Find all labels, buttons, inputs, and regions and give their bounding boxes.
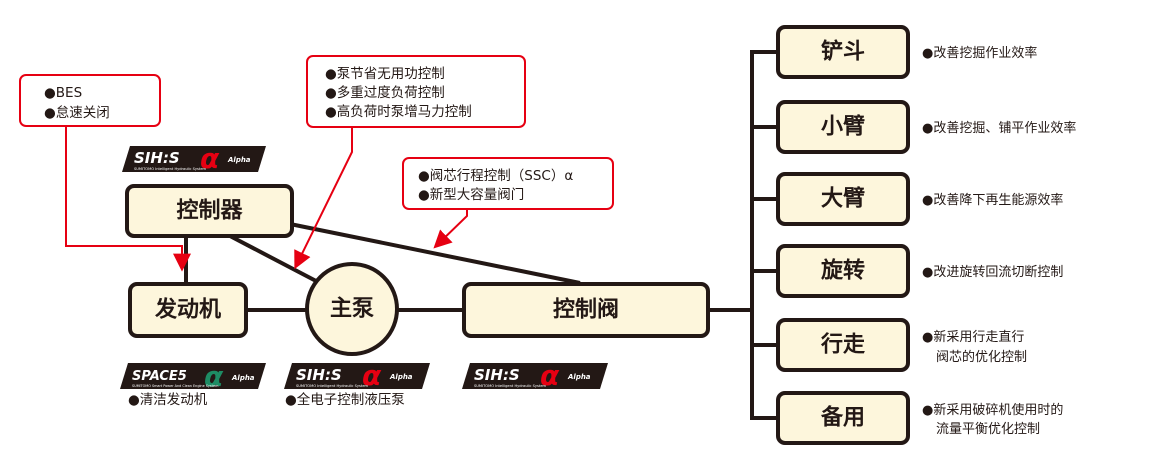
function-box (776, 318, 910, 372)
sihis-logo-bg (284, 363, 430, 389)
link-controller-valve (289, 222, 581, 285)
engine-note-line1: ●BES (44, 85, 82, 101)
function-name: 大臂 (821, 186, 865, 212)
sihis-logo-sub: SUMITOMO Intelligent Hydraulic System (296, 384, 369, 388)
sihis-logo-bg (462, 363, 608, 389)
pump-caption: ●全电子控制液压泵 (285, 391, 405, 408)
link-controller-pump (229, 234, 319, 284)
function-box (776, 100, 910, 154)
function-name: 备用 (820, 405, 865, 431)
pump-note: ●泵节省无用功控制 ●多重过度负荷控制 ●高负荷时泵增马力控制 (306, 55, 526, 128)
space5-logo-alpha-label: Alpha (231, 374, 255, 382)
controller-node: 控制器 (125, 184, 294, 238)
function-name: 行走 (820, 332, 865, 358)
sihis-logo-word: SIH:S (474, 366, 520, 384)
pump-note-arrow (294, 127, 353, 270)
sihis-logo-alpha: α (540, 359, 560, 392)
valve-note: ●阀芯行程控制（SSC）α ●新型大容量阀门 (402, 157, 614, 210)
function-desc-line1: ●改善挖掘作业效率 (922, 45, 1037, 61)
callout-arrows (65, 126, 468, 272)
valve-note-arrow (433, 209, 468, 249)
connection-lines (184, 50, 778, 420)
function-item-travel: 行走 ●新采用行走直行 阀芯的优化控制 (776, 318, 1027, 372)
sihis-logo-controller: SIH:S α Alpha SUMITOMO Intelligent Hydra… (122, 142, 266, 175)
function-desc-line1: ●改进旋转回流切断控制 (922, 265, 1063, 280)
function-name: 小臂 (821, 114, 865, 140)
pump-note-line2: ●多重过度负荷控制 (325, 84, 445, 101)
sihis-logo-alpha: α (200, 142, 220, 175)
function-box (776, 391, 910, 445)
function-box (776, 25, 910, 79)
sihis-logo-word: SIH:S (134, 149, 180, 167)
space5-logo-word: SPACE5 (132, 369, 187, 384)
pump-note-frame (306, 55, 526, 128)
engine-label: 发动机 (154, 297, 221, 323)
pump-note-line1: ●泵节省无用功控制 (325, 66, 445, 82)
function-desc-line2: 阀芯的优化控制 (936, 349, 1027, 365)
control-valve-box (462, 282, 710, 338)
valve-note-frame (402, 157, 614, 210)
sihis-logo-alpha-label: Alpha (389, 373, 413, 381)
space5-logo-alpha: α (204, 360, 224, 393)
function-item-swing: 旋转 ●改进旋转回流切断控制 (776, 244, 1063, 298)
space5-logo-sub: SUMITOMO Smart Power And Clean Engine Sy… (132, 384, 219, 388)
valve-note-line2: ●新型大容量阀门 (418, 186, 524, 203)
engine-note-arrow (65, 126, 191, 272)
valve-note-line1: ●阀芯行程控制（SSC）α (418, 168, 573, 184)
engine-box (128, 282, 248, 338)
sihis-logo-alpha: α (362, 359, 382, 392)
function-item-spare: 备用 ●新采用破碎机使用时的 流量平衡优化控制 (776, 391, 1063, 445)
space5-logo-bg (120, 363, 266, 389)
function-item-boom: 大臂 ●改善降下再生能源效率 (776, 172, 1063, 226)
function-name: 旋转 (821, 258, 865, 284)
pump-note-line3: ●高负荷时泵增马力控制 (325, 103, 472, 120)
function-name: 铲斗 (821, 39, 865, 65)
function-desc-line1: ●改善降下再生能源效率 (922, 192, 1063, 208)
sihis-logo-bg (122, 146, 266, 172)
main-pump-node: 主泵 (305, 262, 399, 356)
engine-note-line2: ●怠速关闭 (44, 105, 110, 121)
sihis-logo-sub: SUMITOMO Intelligent Hydraulic System (134, 167, 207, 171)
function-desc-line1: ●新采用行走直行 (922, 329, 1024, 345)
function-box (776, 172, 910, 226)
sihis-logo-alpha-label: Alpha (567, 373, 591, 381)
sihis-logo-word: SIH:S (296, 366, 342, 384)
function-desc-line1: ●改善挖掘、铺平作业效率 (922, 120, 1076, 136)
engine-note: ●BES ●怠速关闭 (19, 74, 161, 127)
function-desc-line1: ●新采用破碎机使用时的 (922, 402, 1063, 418)
engine-caption: ●清洁发动机 (128, 392, 208, 408)
sihis-logo-alpha-label: Alpha (227, 156, 251, 164)
function-box (776, 244, 910, 298)
main-pump-label: 主泵 (330, 297, 374, 322)
function-desc-line2: 流量平衡优化控制 (936, 422, 1040, 437)
function-item-bucket: 铲斗 ●改善挖掘作业效率 (776, 25, 1037, 79)
space5-logo: SPACE5 α Alpha SUMITOMO Smart Power And … (120, 360, 266, 393)
main-pump-circle (305, 262, 399, 356)
sihis-logo-pump: SIH:S α Alpha SUMITOMO Intelligent Hydra… (284, 359, 430, 392)
function-item-arm: 小臂 ●改善挖掘、铺平作业效率 (776, 100, 1076, 154)
control-valve-node: 控制阀 (462, 282, 710, 338)
sihis-logo-sub: SUMITOMO Intelligent Hydraulic System (474, 384, 547, 388)
engine-node: 发动机 (128, 282, 248, 338)
control-valve-label: 控制阀 (553, 297, 619, 323)
controller-box (125, 184, 294, 238)
engine-note-frame (19, 74, 161, 127)
controller-label: 控制器 (176, 198, 243, 224)
sihis-logo-valve: SIH:S α Alpha SUMITOMO Intelligent Hydra… (462, 359, 608, 392)
